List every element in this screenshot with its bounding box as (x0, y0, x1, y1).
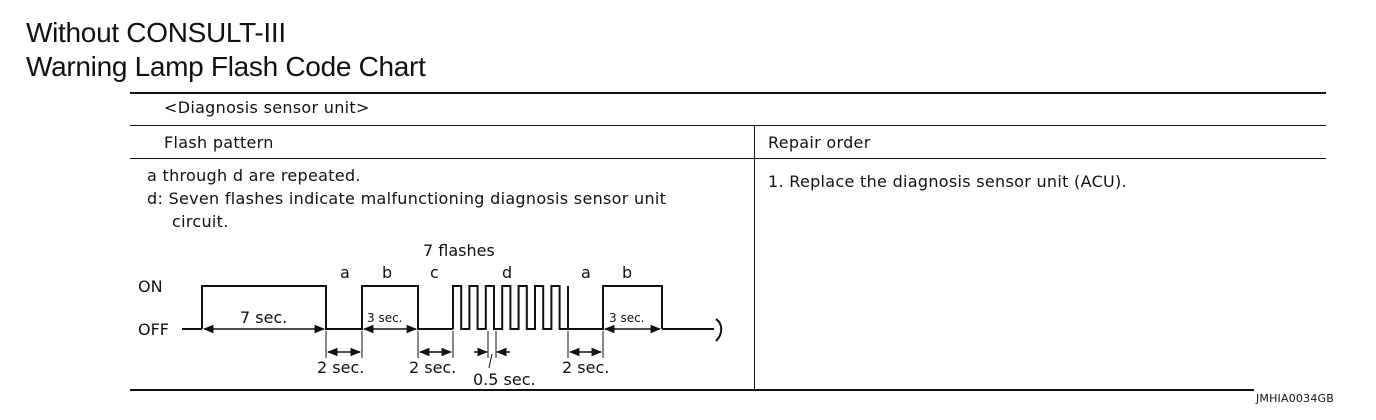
dim-7sec-label: 7 sec. (240, 308, 287, 327)
column-divider (754, 126, 755, 390)
repair-order-header: Repair order (768, 133, 871, 152)
segment-label-d: d (502, 263, 512, 282)
dim-2sec-label-2: 2 sec. (409, 358, 456, 377)
dim-2sec-label-3: 2 sec. (562, 358, 609, 377)
dim-3sec-label-2: 3 sec. (609, 311, 645, 325)
dim-3sec-label-1: 3 sec. (367, 311, 403, 325)
segment-label-b-1: b (382, 263, 392, 282)
flash-pattern-header: Flash pattern (164, 133, 274, 152)
break-mark (715, 318, 723, 342)
note-line-1: a through d are repeated. (147, 166, 361, 185)
group-label: <Diagnosis sensor unit> (164, 98, 370, 117)
segment-label-a-1: a (340, 263, 350, 282)
seven-flashes-label: 7 flashes (423, 241, 495, 260)
heading-line-1: Without CONSULT-III (26, 17, 286, 48)
on-label: ON (138, 277, 163, 296)
off-label: OFF (138, 320, 169, 339)
dim-05sec-label: 0.5 sec. (473, 370, 536, 389)
note-line-2: d: Seven flashes indicate malfunctioning… (147, 189, 667, 208)
dim-05sec-leader (488, 353, 493, 369)
figure-code: JMHIA0034GB (1255, 392, 1334, 405)
flash-pattern-diagram: ON OFF 7 flashes a b c d a b 7 sec. 3 se… (138, 241, 723, 389)
table-top-border (130, 92, 1326, 94)
note-line-3: circuit. (172, 212, 229, 231)
flash-pulse-train (452, 285, 568, 330)
dim-2sec-label-1: 2 sec. (317, 358, 364, 377)
group-row-divider (130, 125, 1326, 126)
segment-label-a-2: a (581, 263, 591, 282)
waveform-end (567, 285, 663, 330)
repair-step-1: 1. Replace the diagnosis sensor unit (AC… (768, 172, 1127, 191)
table-bottom-border (130, 389, 1254, 391)
seven-flash-pulses (452, 285, 568, 330)
segment-label-b-2: b (622, 263, 632, 282)
header-row-divider (130, 158, 1326, 159)
waveform-main (201, 285, 453, 330)
heading-line-2: Warning Lamp Flash Code Chart (26, 51, 426, 82)
segment-label-c: c (430, 263, 439, 282)
